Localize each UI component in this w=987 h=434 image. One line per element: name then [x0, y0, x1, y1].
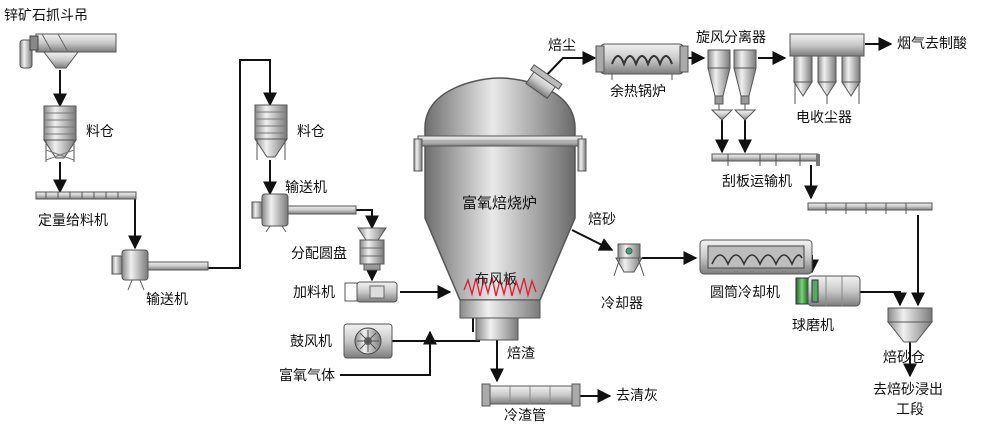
label-calcine: 焙砂 [588, 212, 616, 228]
calcine-cooler [613, 243, 645, 277]
calcine-bin [886, 307, 934, 343]
label-calcine-bin: 焙砂仓 [883, 350, 925, 366]
ore-grab-crane [19, 33, 117, 69]
label-to-leach-line1: 去焙砂浸出 [873, 382, 943, 398]
label-air-distribution-plate: 布风板 [475, 272, 517, 288]
label-drum-cooler: 圆筒冷却机 [710, 285, 780, 301]
quantitative-feeder [35, 191, 137, 200]
conveyor-2 [251, 193, 357, 233]
label-ore-grab-crane: 锌矿石抓斗吊 [4, 8, 88, 24]
feed-bin-1 [43, 105, 77, 162]
label-feed-bin-2: 料仓 [297, 124, 325, 140]
distributor-disk [357, 227, 387, 271]
label-roast-dust: 焙尘 [548, 38, 576, 54]
feed-bin-2 [254, 104, 288, 160]
oxygen-roaster-furnace [413, 64, 587, 341]
blower [343, 323, 393, 359]
label-distributor-disk: 分配圆盘 [291, 246, 347, 262]
label-conveyor-1: 输送机 [146, 292, 188, 308]
scraper-conveyor-1 [711, 153, 820, 166]
label-scraper-conveyor: 刮板运输机 [722, 174, 792, 190]
label-slag: 焙渣 [507, 346, 535, 362]
label-quantitative-feeder: 定量给料机 [38, 213, 108, 229]
label-blower: 鼓风机 [290, 334, 332, 350]
flow-lines [53, 37, 925, 403]
label-to-ash-cleaning: 去清灰 [616, 388, 658, 404]
label-feed-loader: 加料机 [293, 285, 335, 301]
label-feed-bin-1: 料仓 [86, 124, 114, 140]
cyclone-separator [707, 49, 757, 121]
label-to-acid-plant: 烟气去制酸 [897, 36, 967, 52]
label-slag-cooling-pipe: 冷渣管 [504, 408, 546, 424]
label-electrostatic-precipitator: 电收尘器 [796, 110, 852, 126]
label-ball-mill: 球磨机 [792, 318, 834, 334]
label-oxygen-gas: 富氧气体 [279, 368, 335, 384]
label-furnace: 富氧焙烧炉 [462, 194, 538, 212]
label-conveyor-2: 输送机 [285, 180, 327, 196]
electrostatic-precipitator [789, 33, 865, 104]
label-to-leach-line2: 工段 [896, 402, 924, 418]
waste-heat-boiler [595, 43, 689, 80]
conveyor-1 [111, 249, 209, 291]
slag-cooling-pipe [481, 383, 581, 407]
drum-cooler [699, 239, 813, 275]
label-calcine-cooler: 冷却器 [601, 296, 643, 312]
scraper-conveyor-2 [807, 202, 933, 214]
air-distribution-plate [463, 276, 537, 298]
label-waste-heat-boiler: 余热锅炉 [610, 84, 666, 100]
label-cyclone-separator: 旋风分离器 [696, 30, 766, 46]
feed-loader [344, 281, 398, 303]
ball-mill [795, 275, 861, 307]
